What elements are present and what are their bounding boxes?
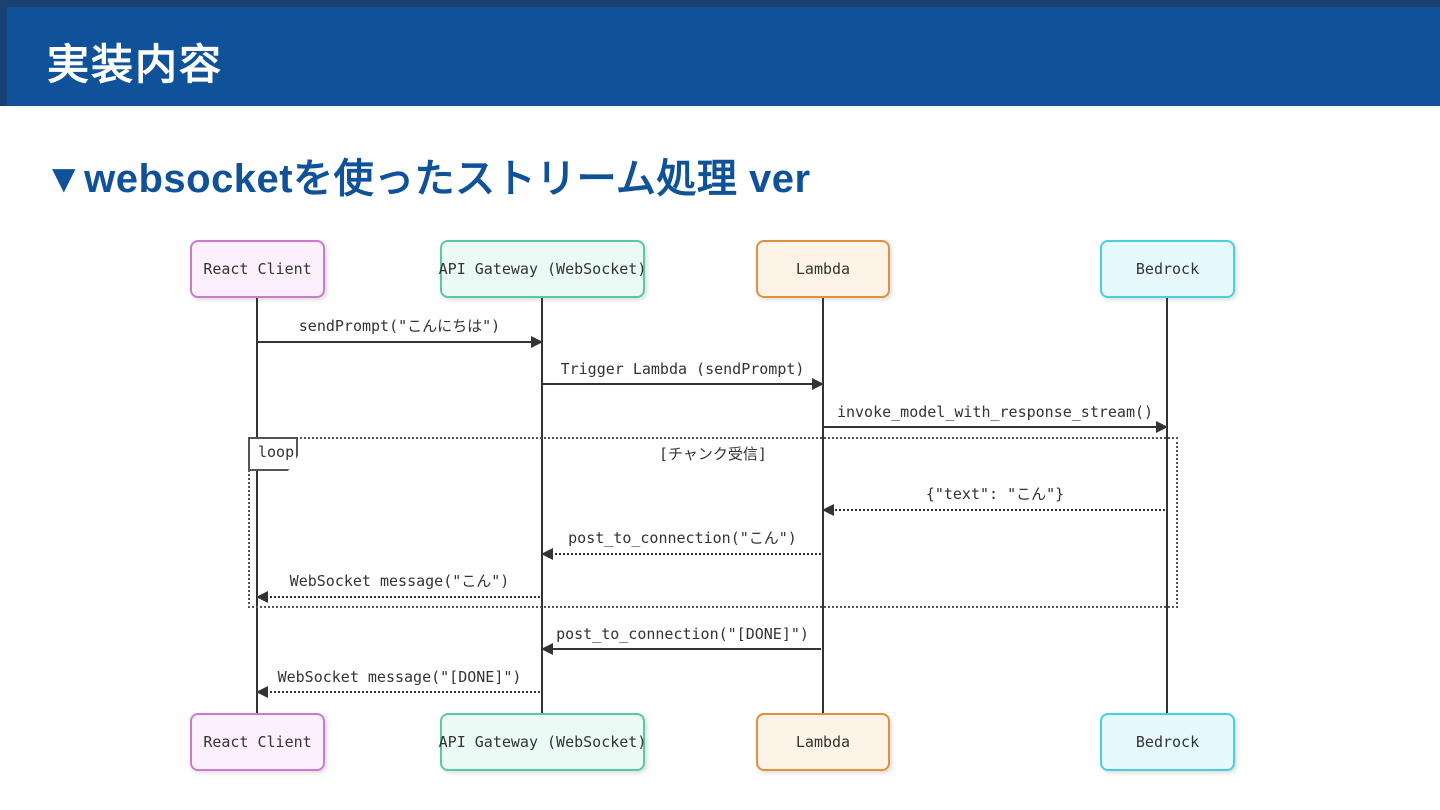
arrowhead-right-icon — [531, 336, 543, 348]
loop-label: loop — [248, 437, 298, 471]
message-label: sendPrompt("こんにちは") — [298, 317, 501, 335]
lifeline-api-gateway — [541, 298, 543, 714]
message-label: WebSocket message("こん") — [289, 572, 510, 590]
participant-label: API Gateway (WebSocket) — [438, 733, 647, 751]
section-heading: ▼websocketを使ったストリーム処理 ver — [44, 157, 811, 201]
participant-label: React Client — [203, 260, 312, 278]
participant-label: Bedrock — [1135, 260, 1200, 278]
participant-label: API Gateway (WebSocket) — [438, 260, 647, 278]
message-line — [542, 553, 821, 555]
message-line — [257, 596, 540, 598]
arrowhead-left-icon — [256, 686, 268, 698]
slide-header: 実装内容 — [0, 0, 1440, 106]
loop-frame — [248, 437, 1178, 608]
message-label: WebSocket message("[DONE]") — [277, 668, 522, 686]
message-line — [257, 691, 540, 693]
message-label: Trigger Lambda (sendPrompt) — [560, 360, 805, 378]
participant-label: Bedrock — [1135, 733, 1200, 751]
arrowhead-right-icon — [1156, 421, 1168, 433]
message-label: invoke_model_with_response_stream() — [836, 403, 1154, 421]
arrowhead-left-icon — [256, 591, 268, 603]
message-label: {"text": "こん"} — [925, 485, 1065, 503]
participant-api-gateway-top: API Gateway (WebSocket) — [438, 240, 647, 298]
loop-condition: [チャンク受信] — [659, 445, 767, 463]
lifeline-bedrock — [1166, 298, 1168, 714]
participant-label: Lambda — [795, 733, 851, 751]
slide-title: 実装内容 — [47, 41, 224, 88]
message-line — [823, 426, 1165, 428]
message-line — [542, 648, 821, 650]
participant-api-gateway-bottom: API Gateway (WebSocket) — [438, 713, 647, 771]
message-line — [823, 509, 1165, 511]
arrowhead-left-icon — [541, 548, 553, 560]
participant-label: Lambda — [795, 260, 851, 278]
message-line — [257, 341, 540, 343]
participant-bedrock-bottom: Bedrock — [1100, 713, 1235, 771]
participant-react-client-bottom: React Client — [190, 713, 325, 771]
message-label: post_to_connection("[DONE]") — [556, 625, 809, 643]
participant-bedrock-top: Bedrock — [1100, 240, 1235, 298]
message-label: post_to_connection("こん") — [568, 529, 797, 547]
participant-label: React Client — [203, 733, 312, 751]
message-line — [542, 383, 821, 385]
participant-react-client-top: React Client — [190, 240, 325, 298]
lifeline-react-client — [256, 298, 258, 714]
participant-lambda-bottom: Lambda — [756, 713, 890, 771]
arrowhead-left-icon — [541, 643, 553, 655]
arrowhead-right-icon — [812, 378, 824, 390]
participant-lambda-top: Lambda — [756, 240, 890, 298]
arrowhead-left-icon — [822, 504, 834, 516]
